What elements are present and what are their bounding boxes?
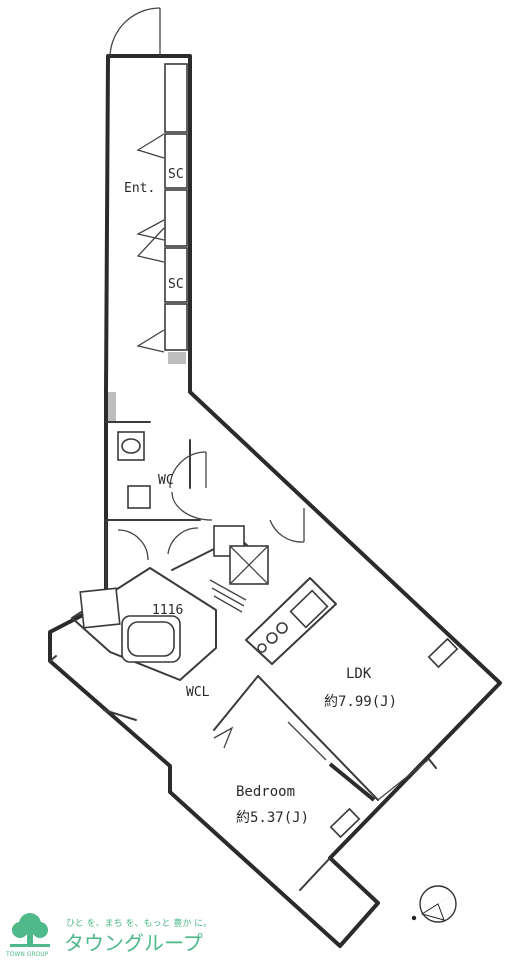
label-shoe-closet-1: SC (168, 167, 184, 182)
ldk-bedroom-partition (257, 675, 379, 801)
bedroom-corner-wall (299, 857, 331, 891)
pillar (168, 352, 186, 364)
logo-brand-name: タウングループ (64, 931, 203, 955)
window-mark (427, 757, 437, 769)
washing-machine-space (229, 545, 269, 585)
laundry-door[interactable] (167, 527, 199, 555)
cabinet-door-swings (136, 133, 165, 353)
kitchen-counter (245, 577, 337, 665)
wc-pocket-door[interactable] (171, 491, 213, 521)
wc-door[interactable] (169, 451, 207, 489)
wcl-wall (49, 655, 259, 731)
wc-wall (105, 421, 201, 521)
sliding-partition-door[interactable] (287, 721, 376, 802)
wc-sink (127, 485, 151, 509)
entry-door[interactable] (109, 7, 161, 57)
kitchen-sink (289, 589, 329, 629)
stove-burners (257, 622, 288, 653)
north-arrow-icon (411, 885, 460, 923)
logo-tagline: ひと を、まち を、もっと 豊か に。 (66, 917, 212, 929)
pillar (108, 392, 116, 422)
wcl-door[interactable] (213, 726, 234, 749)
brand-logo (4, 912, 56, 956)
label-ldk-size: 約7.99(J) (324, 694, 397, 710)
ldk-window[interactable] (377, 759, 429, 801)
kitchen-door[interactable] (269, 508, 305, 543)
label-shoe-closet-2: SC (168, 277, 184, 292)
label-entrance: Ent. (124, 181, 155, 196)
label-bath: 1116 (152, 603, 183, 618)
bathtub-inner (127, 621, 175, 657)
bath-vanity (79, 587, 121, 629)
bathroom-wall (71, 567, 217, 681)
label-wcl: WCL (186, 685, 210, 700)
logo-mark-caption: TOWN GROUP (5, 951, 49, 958)
air-conditioner-ldk (427, 637, 459, 669)
label-bedroom: Bedroom (236, 784, 295, 800)
shoe-closet-cabinets (164, 63, 188, 351)
toilet-fixture (117, 431, 145, 461)
label-ldk: LDK (346, 666, 372, 682)
step-hatch (209, 579, 247, 613)
air-conditioner-bedroom (329, 807, 361, 839)
label-wc: WC (158, 473, 174, 488)
washroom-door[interactable] (117, 529, 149, 561)
label-bedroom-size: 約5.37(J) (236, 810, 309, 826)
